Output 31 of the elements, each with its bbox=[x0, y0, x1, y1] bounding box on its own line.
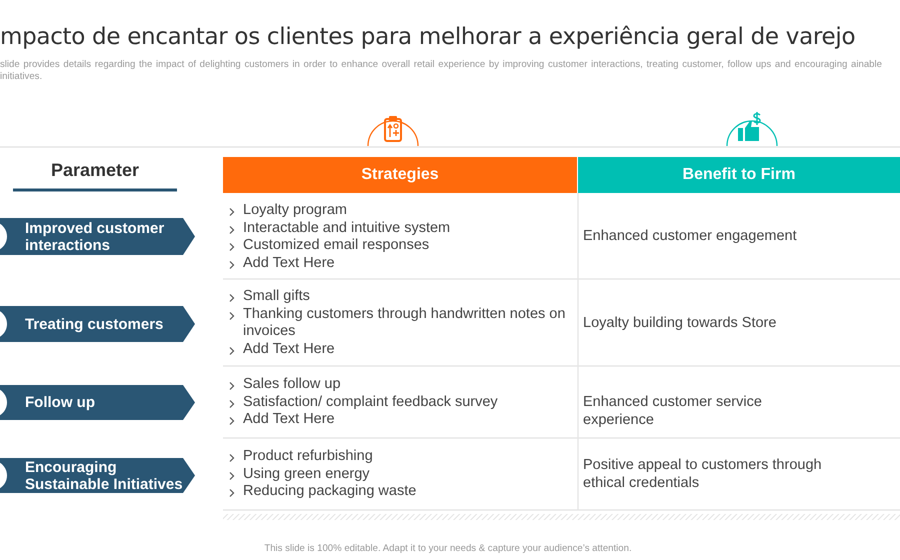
bullet-item: Sales follow up bbox=[243, 376, 342, 394]
parameter-label: Encouraging Sustainable Initiatives bbox=[25, 458, 184, 493]
column-header: Benefit to Firm bbox=[578, 157, 900, 193]
parameter-label: Treating customers bbox=[25, 314, 164, 334]
bullet-item: Small gifts bbox=[243, 288, 311, 306]
parameter-chevron bbox=[0, 306, 195, 342]
parameter-chevron bbox=[0, 385, 195, 420]
footer-note: This slide is 100% editable. Adapt it to your needs & capture your audience’s attention. bbox=[263, 543, 633, 555]
parameter-chevron bbox=[0, 218, 195, 255]
benefit-text: Enhanced customer service experience bbox=[583, 394, 763, 429]
benefit-text: Positive appeal to customers through ethical credentials bbox=[583, 457, 823, 492]
benefit-text: Loyalty building towards Store bbox=[583, 315, 778, 332]
parameter-label: Improved customer interactions bbox=[25, 218, 166, 255]
bullet-item: Customized email responses bbox=[243, 237, 430, 254]
bullet-item: Using green energy bbox=[243, 466, 371, 483]
bullet-item: Product refurbishing bbox=[243, 448, 374, 466]
bullet-item: Loyalty program bbox=[243, 202, 348, 220]
slide-description: slide provides details regarding the impact of delighting customers in order to enhance overall retail experience by improving customer interactions, treating customer, follow ups and encouraging ainable initiatives. bbox=[0, 59, 882, 83]
bullet-item: Add Text Here bbox=[243, 411, 336, 428]
bullet-item: Add Text Here bbox=[243, 254, 336, 272]
slide-title: mpacto de encantar os clientes para melhorar a experiência geral de varejo bbox=[0, 24, 856, 50]
bullet-item: Satisfaction/ complaint feedback survey bbox=[243, 394, 499, 411]
bullet-item: Reducing packaging waste bbox=[243, 483, 418, 500]
bullet-item: Thanking customers through handwritten notes on invoices bbox=[243, 306, 566, 340]
parameter-label: Follow up bbox=[25, 393, 96, 413]
benefit-text: Enhanced customer engagement bbox=[583, 228, 798, 246]
parameter-chevron bbox=[0, 458, 195, 493]
bullet-item: Add Text Here bbox=[243, 340, 336, 358]
bullet-item: Interactable and intuitive system bbox=[243, 220, 452, 237]
column-header: Strategies bbox=[223, 157, 577, 193]
column-heading: Parameter bbox=[50, 160, 140, 181]
